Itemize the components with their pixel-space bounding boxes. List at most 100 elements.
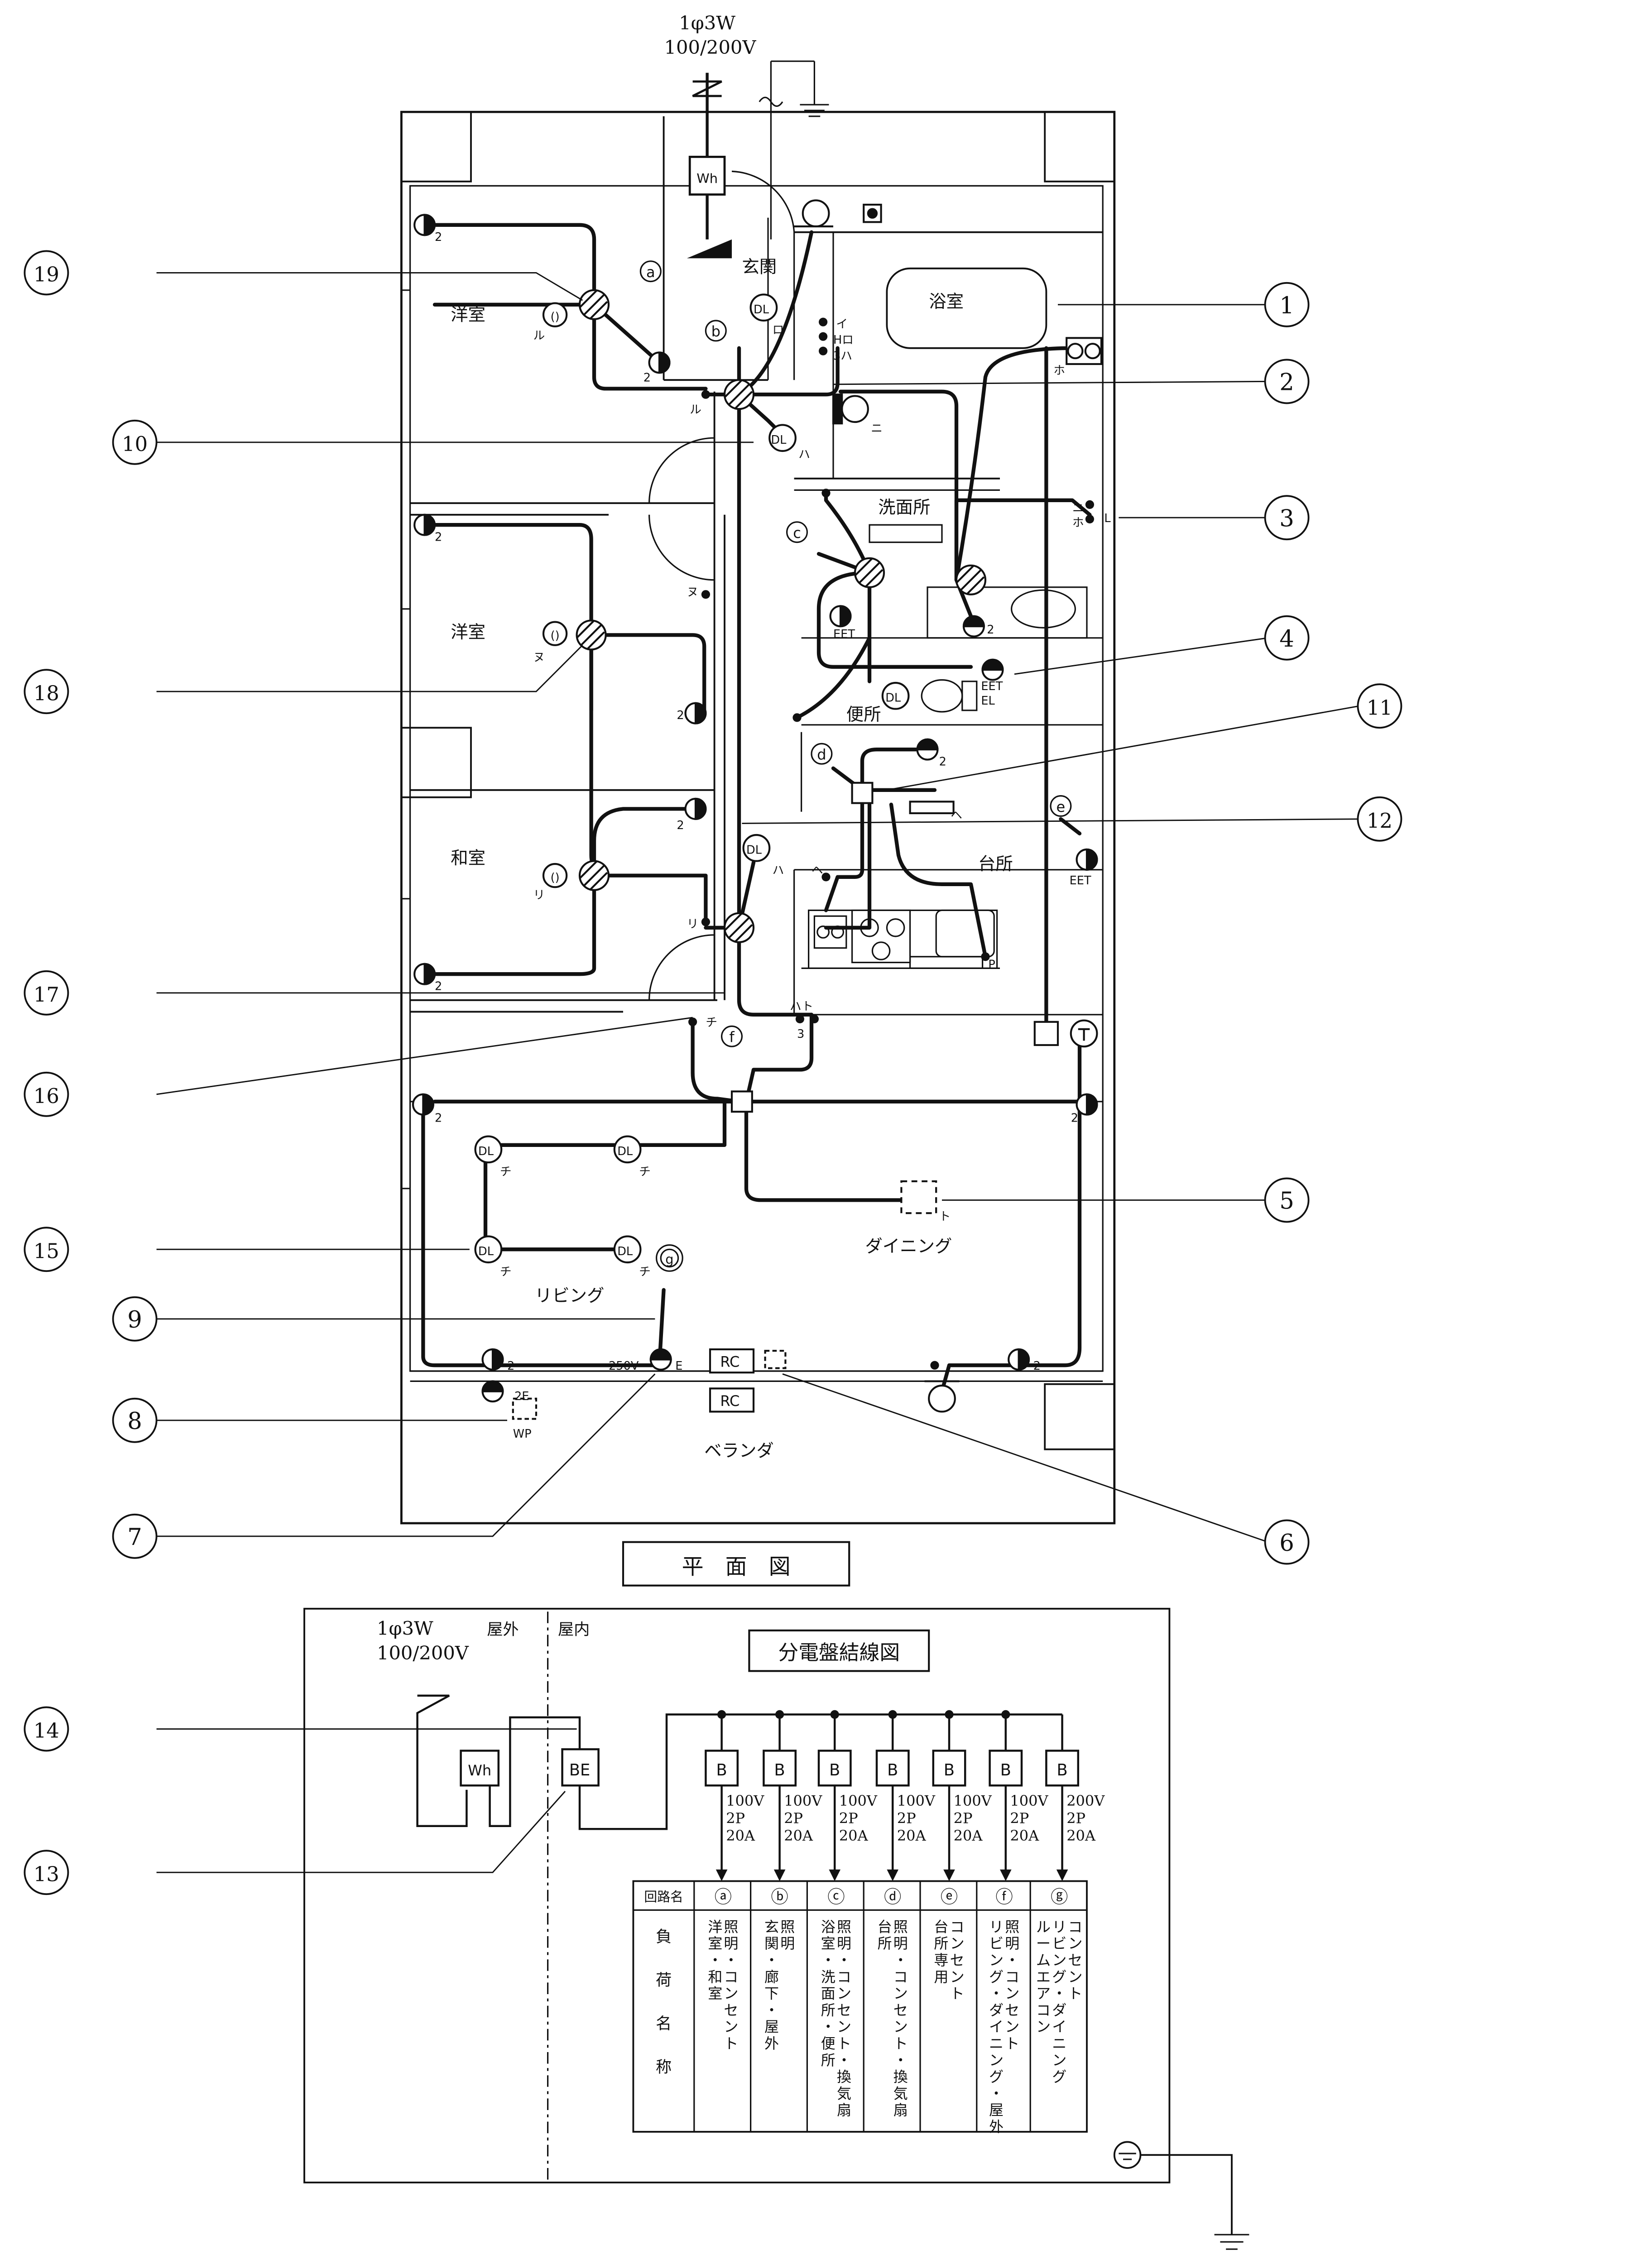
load-name-char: ン — [893, 1985, 908, 2002]
outlet-ac-250v — [649, 1348, 672, 1371]
ac-indoor-dashed — [764, 1350, 787, 1369]
load-name-char: 洋 — [708, 1918, 722, 1935]
load-name-char: ン — [724, 2018, 738, 2035]
eet-label: EET — [833, 628, 855, 641]
callout-11: 11 — [1367, 696, 1393, 719]
load-name-char: ン — [1005, 1985, 1019, 2002]
distribution-board-icon — [687, 239, 732, 259]
load-name-char: 外 — [989, 2118, 1004, 2135]
room-daidokoro: 台所 — [978, 854, 1013, 874]
load-name-char: セ — [837, 2001, 851, 2019]
load-name-char: コ — [893, 1968, 908, 1986]
load-name-char: ン — [950, 1935, 965, 1952]
breaker-label: B — [829, 1761, 840, 1780]
callout-4: 4 — [1279, 625, 1294, 652]
room-yoshitsu-1: 洋室 — [451, 305, 485, 325]
callout-10: 10 — [122, 432, 148, 456]
load-label-char: 称 — [656, 2058, 672, 2077]
breaker-group: B100V2P20Aⓐ照明・コンセント洋室・和室B100V2P20Aⓑ照明玄関・… — [708, 1761, 1105, 2135]
load-name-char: ダ — [989, 2001, 1004, 2019]
load-label-char: 負 — [656, 1928, 672, 1946]
load-name-char: 専 — [934, 1952, 948, 1969]
callout-3: 3 — [1279, 505, 1294, 532]
callout-leaders — [156, 272, 1359, 1873]
mark-g: g — [665, 1252, 673, 1267]
two-label: 2 — [435, 530, 442, 544]
load-name-char: ン — [950, 1968, 965, 1986]
load-name-char: 照 — [1005, 1918, 1019, 1935]
panel-supply-2: 100/200V — [377, 1642, 469, 1664]
breaker-rating: 2P — [1066, 1809, 1085, 1827]
load-name-char: ン — [1005, 2018, 1019, 2035]
junction-box-2 — [723, 379, 755, 410]
breaker-label: B — [1000, 1761, 1011, 1780]
switch-letter: ヘ — [812, 863, 823, 877]
junction-box-18 — [576, 619, 607, 651]
outlet-l2 — [1076, 1093, 1098, 1116]
load-name-char: 所 — [821, 2052, 836, 2069]
load-name-char: ン — [1068, 1935, 1082, 1952]
panel-title: 分電盤結線図 — [778, 1640, 900, 1664]
load-name-char: セ — [950, 1952, 965, 1969]
panel-wh-label: Wh — [468, 1762, 491, 1779]
load-name-char: 所 — [821, 2001, 836, 2019]
junction-box-washitsu — [578, 860, 610, 891]
switch-letter-ro-h: Hロ — [833, 333, 854, 347]
breaker-rating: 2P — [784, 1809, 803, 1827]
supply-label-line2: 100/200V — [664, 36, 757, 58]
mark-e: e — [1057, 798, 1066, 815]
switch-letter: リ — [687, 917, 699, 931]
load-name-char: グ — [1052, 1968, 1066, 1986]
load-name-char: 面 — [821, 1985, 836, 2002]
eet-label: EET — [981, 680, 1003, 693]
load-name-char: 洗 — [821, 1968, 836, 1986]
load-name-char: ・ — [893, 1952, 908, 1969]
breaker-rating: 20A — [897, 1827, 927, 1844]
mark-c: c — [793, 524, 801, 542]
outlet-l4 — [1008, 1348, 1030, 1371]
room-senmenjo: 洗面所 — [878, 498, 930, 518]
breaker-rating: 100V — [784, 1792, 822, 1809]
outlet-l3 — [481, 1348, 504, 1371]
ceiling-light-yoshitsu2: () — [542, 621, 568, 646]
room-yokushitsu: 浴室 — [929, 292, 964, 312]
switch-letter: ホ — [1053, 364, 1065, 377]
load-name-char: エ — [1036, 1968, 1051, 1986]
two-label: 2 — [1033, 1359, 1041, 1373]
plan-small-labels: DL DL DL DL DL DL DL DL RC RC EET EET EL… — [435, 230, 1111, 1441]
switch-letter: ヘ — [951, 809, 962, 822]
load-name-char: ビ — [989, 1935, 1004, 1952]
switch-dots — [688, 317, 1094, 1370]
load-name-char: ・ — [764, 1952, 779, 1969]
mark-a: a — [646, 264, 655, 281]
load-name-char: 用 — [934, 1968, 948, 1986]
room-veranda: ベランダ — [704, 1441, 774, 1461]
junction-box-19 — [578, 289, 610, 320]
two-label: 2 — [677, 819, 684, 832]
inner-wall — [409, 185, 1104, 1372]
load-name-char: ・ — [764, 2001, 779, 2019]
callout-19: 19 — [34, 263, 59, 287]
callout-numbers: 1 2 3 4 5 6 7 8 9 10 11 12 13 14 15 16 1… — [34, 263, 1393, 1886]
load-name-char: 便 — [821, 2035, 836, 2052]
panel-wh-icon — [460, 1750, 500, 1787]
downlight-hall-ha2 — [742, 834, 771, 862]
breaker-rating: 2P — [1010, 1809, 1029, 1827]
callout-12: 12 — [1367, 809, 1393, 833]
load-name-char: 屋 — [989, 2101, 1004, 2119]
switch-letter: ヌ — [533, 651, 545, 664]
callout-14: 14 — [34, 1719, 59, 1743]
wall-light-entry — [794, 199, 833, 228]
eet-label: EET — [1070, 874, 1091, 887]
load-name-char: ア — [1036, 1985, 1051, 2002]
breaker-rating: 100V — [897, 1792, 936, 1809]
switch-letter: ニ — [871, 422, 883, 435]
ground-terminal-icon — [1113, 2141, 1142, 2169]
callout-13: 13 — [34, 1862, 59, 1886]
load-name-char: ニ — [1052, 2035, 1066, 2052]
load-name-char: 和 — [708, 1968, 722, 1986]
outlet-senmen — [829, 605, 852, 628]
load-name-char: セ — [893, 2001, 908, 2019]
callout-1: 1 — [1279, 292, 1294, 319]
